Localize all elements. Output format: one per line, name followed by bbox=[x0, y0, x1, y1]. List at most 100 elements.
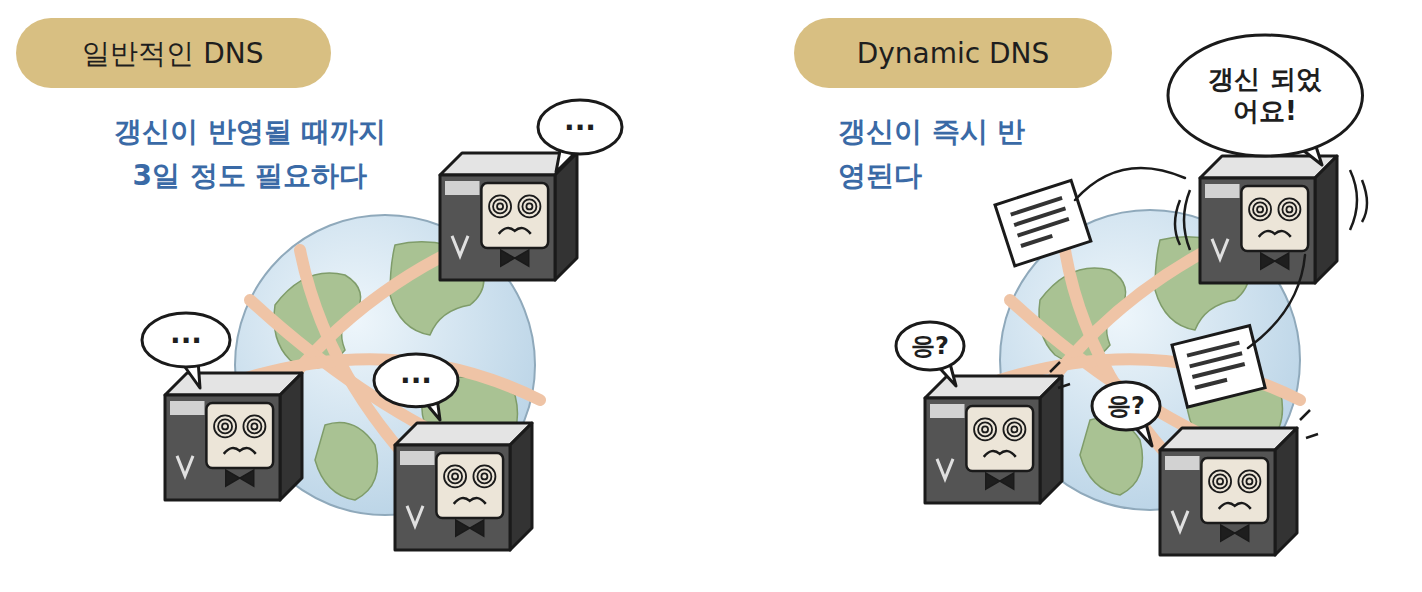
server-strip bbox=[445, 181, 480, 195]
mustache bbox=[1219, 503, 1251, 509]
swirl-eye bbox=[1257, 206, 1263, 212]
panel-title: 일반적인 DNS bbox=[82, 36, 263, 71]
server-logo bbox=[1172, 511, 1188, 531]
bowtie bbox=[1261, 253, 1289, 269]
bubble-text: ··· bbox=[170, 323, 202, 358]
swirl-eye bbox=[218, 419, 232, 433]
swirl-eye bbox=[1003, 418, 1025, 440]
server-side bbox=[555, 153, 577, 280]
bubble-text: ··· bbox=[400, 363, 432, 398]
server-strip bbox=[170, 401, 205, 415]
swirl-eye bbox=[493, 199, 507, 213]
swirl-eye bbox=[1249, 198, 1271, 220]
handwritten-caption: 갱신이 반영될 때까지 3일 정도 필요하다 bbox=[100, 110, 400, 198]
vibration-mark bbox=[1175, 200, 1180, 245]
swirl-eye bbox=[452, 473, 458, 479]
server-side bbox=[1315, 156, 1337, 283]
swirl-eye bbox=[978, 422, 992, 436]
bubble-text: ··· bbox=[564, 110, 596, 145]
update-flow-line bbox=[1075, 168, 1185, 200]
server-logo bbox=[177, 456, 193, 476]
speech-bubble: 응? bbox=[1090, 380, 1162, 432]
bubble-ellipse bbox=[538, 100, 622, 154]
title-pill: Dynamic DNS bbox=[794, 18, 1112, 88]
server-side bbox=[510, 423, 532, 550]
server-logo bbox=[407, 506, 423, 526]
bubble-ellipse bbox=[374, 354, 458, 407]
mustache bbox=[984, 451, 1016, 457]
bowtie bbox=[1221, 525, 1249, 541]
bubble-outline bbox=[1166, 33, 1365, 158]
update-flow-line bbox=[1248, 255, 1305, 348]
server-character bbox=[1160, 428, 1297, 555]
update-flow-lines bbox=[1075, 168, 1305, 348]
document-line bbox=[1192, 364, 1244, 377]
network-band bbox=[1065, 250, 1235, 520]
swirl-eye bbox=[448, 469, 462, 483]
mustache bbox=[1259, 231, 1291, 237]
swirl-eye bbox=[214, 415, 236, 437]
speech-bubble: 응? bbox=[894, 320, 966, 372]
swirl-eye bbox=[982, 426, 988, 432]
server-face bbox=[966, 406, 1033, 471]
swirl-eye bbox=[251, 423, 257, 429]
mustache bbox=[454, 498, 486, 504]
server-face bbox=[481, 183, 548, 248]
speech-bubble: ··· bbox=[140, 311, 232, 369]
swirl-eye bbox=[247, 419, 261, 433]
vibration-marks bbox=[1175, 170, 1367, 250]
mustache bbox=[499, 228, 531, 234]
network-band bbox=[300, 250, 470, 520]
server-strip bbox=[1205, 184, 1240, 198]
swirl-eye bbox=[481, 473, 487, 479]
server-logo bbox=[1212, 239, 1228, 259]
bubble-ellipse bbox=[896, 322, 964, 370]
surprise-tick bbox=[1050, 362, 1060, 372]
swirl-eye bbox=[1007, 422, 1021, 436]
server-face bbox=[436, 453, 503, 518]
swirl-eye bbox=[1286, 206, 1292, 212]
swirl-eye bbox=[1282, 202, 1296, 216]
bowtie bbox=[986, 473, 1014, 489]
bowtie bbox=[501, 250, 529, 266]
swirl-eye bbox=[1238, 470, 1260, 492]
swirl-eye bbox=[526, 203, 532, 209]
server-strip bbox=[400, 451, 435, 465]
document-line bbox=[1195, 380, 1227, 388]
swirl-eye bbox=[222, 423, 228, 429]
swirl-eye bbox=[518, 195, 540, 217]
server-front bbox=[395, 445, 510, 550]
server-side bbox=[1040, 376, 1062, 503]
title-pill: 일반적인 DNS bbox=[16, 18, 331, 88]
document-line bbox=[1187, 343, 1239, 356]
server-character bbox=[1200, 156, 1337, 283]
server-character bbox=[165, 373, 302, 500]
swirl-eye bbox=[522, 199, 536, 213]
surprise-tick bbox=[1058, 384, 1070, 388]
server-face bbox=[206, 403, 273, 468]
server-front bbox=[440, 175, 555, 280]
swirl-eye bbox=[1246, 478, 1252, 484]
swirl-eye bbox=[473, 465, 495, 487]
server-front bbox=[165, 395, 280, 500]
document-line bbox=[1021, 236, 1052, 246]
surprise-tick bbox=[1306, 434, 1318, 438]
continent bbox=[315, 423, 378, 501]
swirl-eye bbox=[497, 203, 503, 209]
bowtie bbox=[456, 520, 484, 536]
speech-bubble: ··· bbox=[536, 98, 624, 156]
server-character bbox=[395, 423, 532, 550]
vibration-mark bbox=[1184, 190, 1190, 250]
swirl-eye bbox=[1011, 426, 1017, 432]
bubble-text: 응? bbox=[911, 331, 949, 361]
vibration-mark bbox=[1350, 170, 1357, 230]
bubble-ellipse bbox=[1092, 382, 1160, 430]
swirl-eye bbox=[1209, 470, 1231, 492]
swirl-eye bbox=[974, 418, 996, 440]
server-face bbox=[1201, 458, 1268, 523]
server-character bbox=[925, 376, 1062, 503]
server-logo bbox=[452, 236, 468, 256]
document-sheet bbox=[1172, 326, 1265, 407]
swirl-eye bbox=[1253, 202, 1267, 216]
